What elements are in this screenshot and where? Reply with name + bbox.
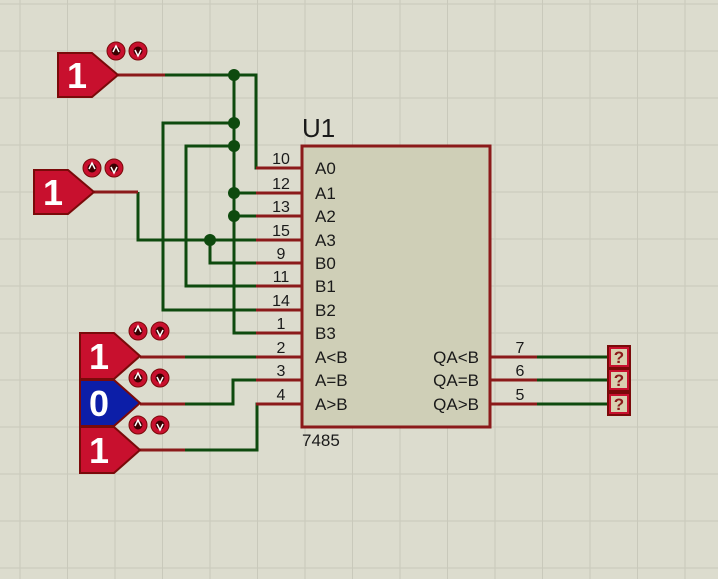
chip-pin-left[interactable]: 13 A2	[256, 199, 336, 226]
logic-state-body[interactable]	[79, 379, 142, 427]
logic-state-value: 1	[89, 336, 109, 377]
pin-stubs	[94, 73, 185, 452]
pin-number: 9	[277, 246, 286, 263]
arrow-down-icon[interactable]	[104, 158, 124, 178]
pin-number: 12	[272, 176, 290, 193]
logic-state-high[interactable]: 1	[57, 41, 148, 98]
chip-pin-left[interactable]: 14 B2	[256, 293, 336, 320]
probe-value: ?	[614, 348, 624, 367]
junction-dot	[228, 210, 240, 222]
junction-dot	[204, 234, 216, 246]
chip-pin-left[interactable]: 10 A0	[256, 151, 336, 178]
pin-number: 15	[272, 223, 290, 240]
pin-number: 3	[277, 363, 286, 380]
logic-state-value: 1	[43, 172, 63, 213]
arrow-up-icon[interactable]	[82, 158, 102, 178]
pin-label: A1	[315, 184, 336, 203]
logic-state-value: 0	[89, 383, 109, 424]
logic-state-body[interactable]	[79, 426, 142, 474]
pin-label: QA>B	[433, 395, 479, 414]
wire-b1	[184, 144, 302, 288]
arrow-up-icon[interactable]	[128, 368, 148, 388]
logic-state-low[interactable]: 0	[79, 368, 170, 427]
pin-number: 14	[272, 293, 290, 310]
chip-pin-left[interactable]: 3 A=B	[256, 363, 348, 390]
pin-label: A=B	[315, 371, 348, 390]
logic-state-value: 1	[67, 55, 87, 96]
arrow-up-icon[interactable]	[128, 415, 148, 435]
chip-pin-left[interactable]: 4 A>B	[256, 387, 348, 414]
arrow-up-icon[interactable]	[128, 321, 148, 341]
chip-part-number: 7485	[302, 431, 340, 450]
chip-pin-left[interactable]: 12 A1	[256, 176, 336, 203]
chip-pin-left[interactable]: 1 B3	[256, 316, 336, 343]
probe-value: ?	[614, 395, 624, 414]
pin-label: A2	[315, 207, 336, 226]
pin-label: B0	[315, 254, 336, 273]
pin-label: A<B	[315, 348, 348, 367]
logic-state-body[interactable]	[33, 169, 96, 215]
pin-number: 7	[516, 340, 525, 357]
wire-b0	[208, 240, 302, 265]
junction-dot	[228, 117, 240, 129]
pin-label: B2	[315, 301, 336, 320]
junctions	[204, 69, 240, 246]
logic-states: 1 1 1 0 1	[33, 41, 170, 474]
pin-number: 10	[272, 151, 290, 168]
chip-pin-left[interactable]: 15 A3	[256, 223, 336, 250]
chip-pin-left[interactable]: 2 A<B	[256, 340, 348, 367]
chip-pin-left[interactable]: 11 B1	[256, 269, 336, 296]
junction-dot	[228, 187, 240, 199]
logic-state-body[interactable]	[79, 332, 142, 380]
logic-probe[interactable]: ?	[607, 392, 631, 416]
logic-state-value: 1	[89, 430, 109, 471]
logic-probe[interactable]: ?	[607, 345, 631, 369]
pin-number: 4	[277, 387, 286, 404]
pin-label: A3	[315, 231, 336, 250]
junction-dot	[228, 140, 240, 152]
pin-number: 5	[516, 387, 525, 404]
chip-pin-right[interactable]: 5 QA>B	[433, 387, 537, 414]
logic-state-body[interactable]	[57, 52, 120, 98]
pin-number: 13	[272, 199, 290, 216]
pin-label: B3	[315, 324, 336, 343]
chip-pin-right[interactable]: 6 QA=B	[433, 363, 537, 390]
pin-number: 1	[277, 316, 286, 333]
arrow-down-icon[interactable]	[128, 41, 148, 61]
junction-dot	[228, 69, 240, 81]
arrow-up-icon[interactable]	[106, 41, 126, 61]
probe-value: ?	[614, 371, 624, 390]
arrow-down-icon[interactable]	[150, 321, 170, 341]
chip-pin-left[interactable]: 9 B0	[256, 246, 336, 273]
pin-label: A>B	[315, 395, 348, 414]
logic-probe[interactable]: ?	[607, 368, 631, 392]
wire-mid-source	[136, 192, 302, 242]
pin-number: 11	[273, 269, 290, 286]
arrow-down-icon[interactable]	[150, 368, 170, 388]
chip-pin-right[interactable]: 7 QA<B	[433, 340, 537, 367]
pin-number: 6	[516, 363, 525, 380]
pin-label: B1	[315, 277, 336, 296]
pin-label: QA<B	[433, 348, 479, 367]
logic-state-high[interactable]: 1	[79, 321, 170, 380]
pin-number: 2	[277, 340, 286, 357]
arrow-down-icon[interactable]	[150, 415, 170, 435]
logic-state-high[interactable]: 1	[79, 415, 170, 474]
logic-probes: ???	[607, 345, 631, 416]
pin-label: QA=B	[433, 371, 479, 390]
wire-top-bus	[232, 75, 302, 335]
wire-b2	[161, 121, 302, 312]
pin-label: A0	[315, 159, 336, 178]
chip-name: U1	[302, 113, 335, 143]
logic-state-high[interactable]: 1	[33, 158, 124, 215]
